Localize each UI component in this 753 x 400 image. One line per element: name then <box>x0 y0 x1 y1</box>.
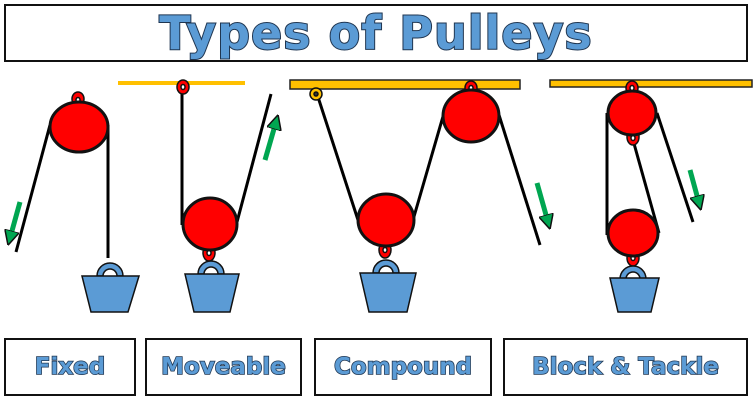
rope-bt-mid <box>631 139 661 234</box>
beam-compound <box>289 79 521 90</box>
label-moveable: Moveable <box>145 338 302 396</box>
pulley-fixed <box>48 100 110 154</box>
weight-block-tackle <box>609 277 660 313</box>
arrow-down-icon <box>10 201 23 238</box>
rope-moveable-pull <box>235 93 273 223</box>
pulley-bt-top <box>606 89 658 137</box>
ropes <box>14 88 695 258</box>
rope-compound-mid <box>411 112 446 221</box>
rope-bt-pull <box>655 112 695 223</box>
rope-fixed-pull <box>14 124 52 253</box>
weight-moveable <box>184 273 240 313</box>
arrow-down-icon <box>687 169 699 203</box>
page-title: Types of Pulleys <box>158 5 593 61</box>
hooks <box>71 79 640 267</box>
rope-compound-anchor <box>316 96 360 221</box>
pulley-compound-bottom <box>356 192 416 248</box>
arrow-up-icon <box>262 122 276 161</box>
label-block-tackle: Block & Tackle <box>503 338 748 396</box>
pulley-moveable <box>181 196 239 252</box>
weight-compound <box>359 272 417 313</box>
pulley-bt-bottom <box>606 208 660 258</box>
label-fixed: Fixed <box>4 338 136 396</box>
pulley-compound-top <box>441 88 501 144</box>
rope-compound-pull <box>497 114 542 246</box>
label-compound: Compound <box>314 338 492 396</box>
weights <box>81 259 660 313</box>
beam-block-tackle <box>549 79 753 88</box>
arrow-down-icon <box>534 182 548 222</box>
title-box: Types of Pulleys <box>4 4 748 62</box>
weight-fixed <box>81 275 141 313</box>
